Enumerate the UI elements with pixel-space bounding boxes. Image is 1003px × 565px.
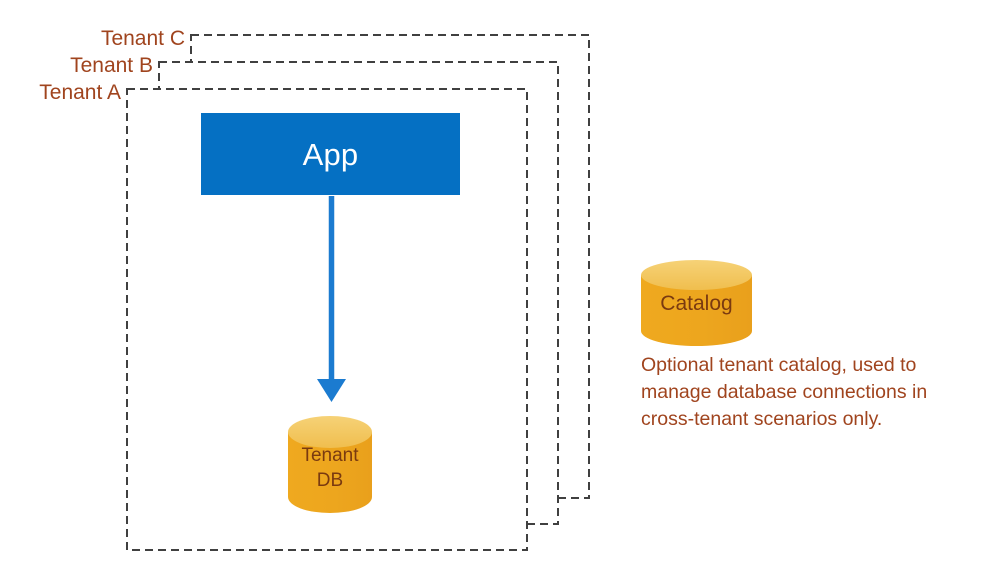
app-node-label: App bbox=[302, 136, 359, 172]
tenant-db-cylinder bbox=[288, 416, 372, 513]
catalog-cylinder bbox=[641, 260, 752, 346]
connector-app-to-tenant-db bbox=[317, 196, 346, 402]
catalog-caption: Optional tenant catalog, used to manage … bbox=[641, 354, 928, 430]
tenant-frame-label-c: Tenant C bbox=[100, 27, 185, 50]
tenant-frame-label-a: Tenant A bbox=[39, 81, 121, 104]
app-node: App bbox=[201, 113, 460, 195]
tenant-frame-label-b: Tenant B bbox=[70, 54, 153, 77]
